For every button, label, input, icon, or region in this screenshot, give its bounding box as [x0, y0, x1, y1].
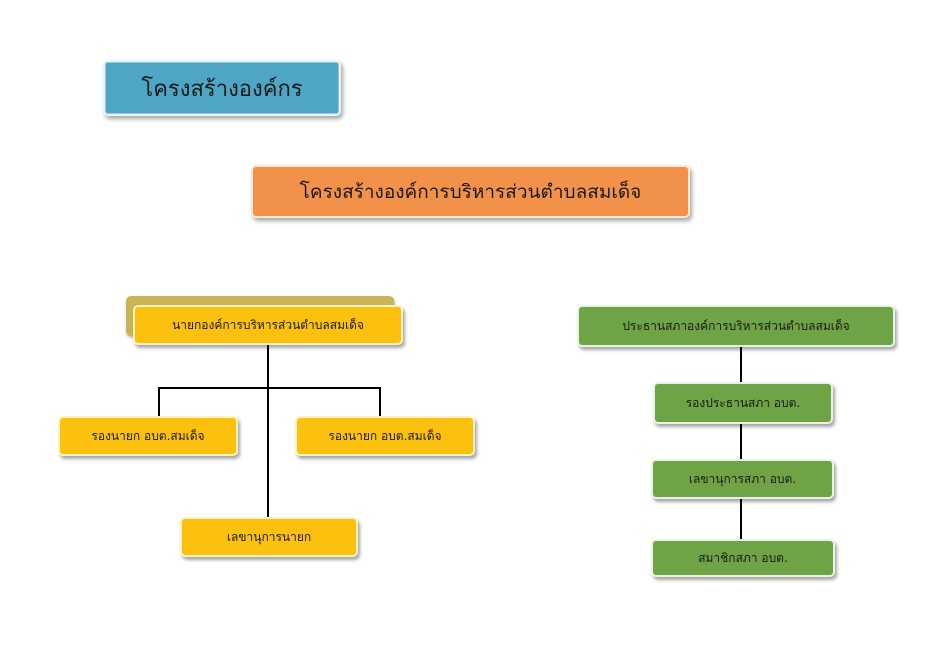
executive-head-box: นายกองค์การบริหารส่วนตำบลสมเด็จ — [133, 305, 403, 345]
council-connector-1 — [740, 347, 742, 382]
deputy-left-connector — [158, 387, 160, 416]
council-vice-chair-box: รองประธานสภา อบต. — [653, 382, 833, 424]
deputy-right-connector — [379, 387, 381, 416]
council-connector-2 — [740, 424, 742, 459]
council-secretary-box: เลขานุการสภา อบต. — [651, 459, 834, 499]
deputy-mayor-right-box: รองนายก อบต.สมเด็จ — [295, 416, 475, 456]
council-connector-3 — [740, 499, 742, 539]
org-structure-title: โครงสร้างองค์กร — [103, 60, 341, 116]
council-member-box: สมาชิกสภา อบต. — [651, 539, 835, 577]
executive-horizontal-connector — [158, 387, 381, 389]
sao-structure-subtitle: โครงสร้างองค์การบริหารส่วนตำบลสมเด็จ — [251, 165, 690, 218]
executive-vertical-connector — [267, 345, 269, 519]
deputy-mayor-left-box: รองนายก อบต.สมเด็จ — [58, 416, 238, 456]
council-chair-box: ประธานสภาองค์การบริหารส่วนตำบลสมเด็จ — [577, 305, 895, 347]
mayor-secretary-box: เลขานุการนายก — [180, 517, 358, 557]
